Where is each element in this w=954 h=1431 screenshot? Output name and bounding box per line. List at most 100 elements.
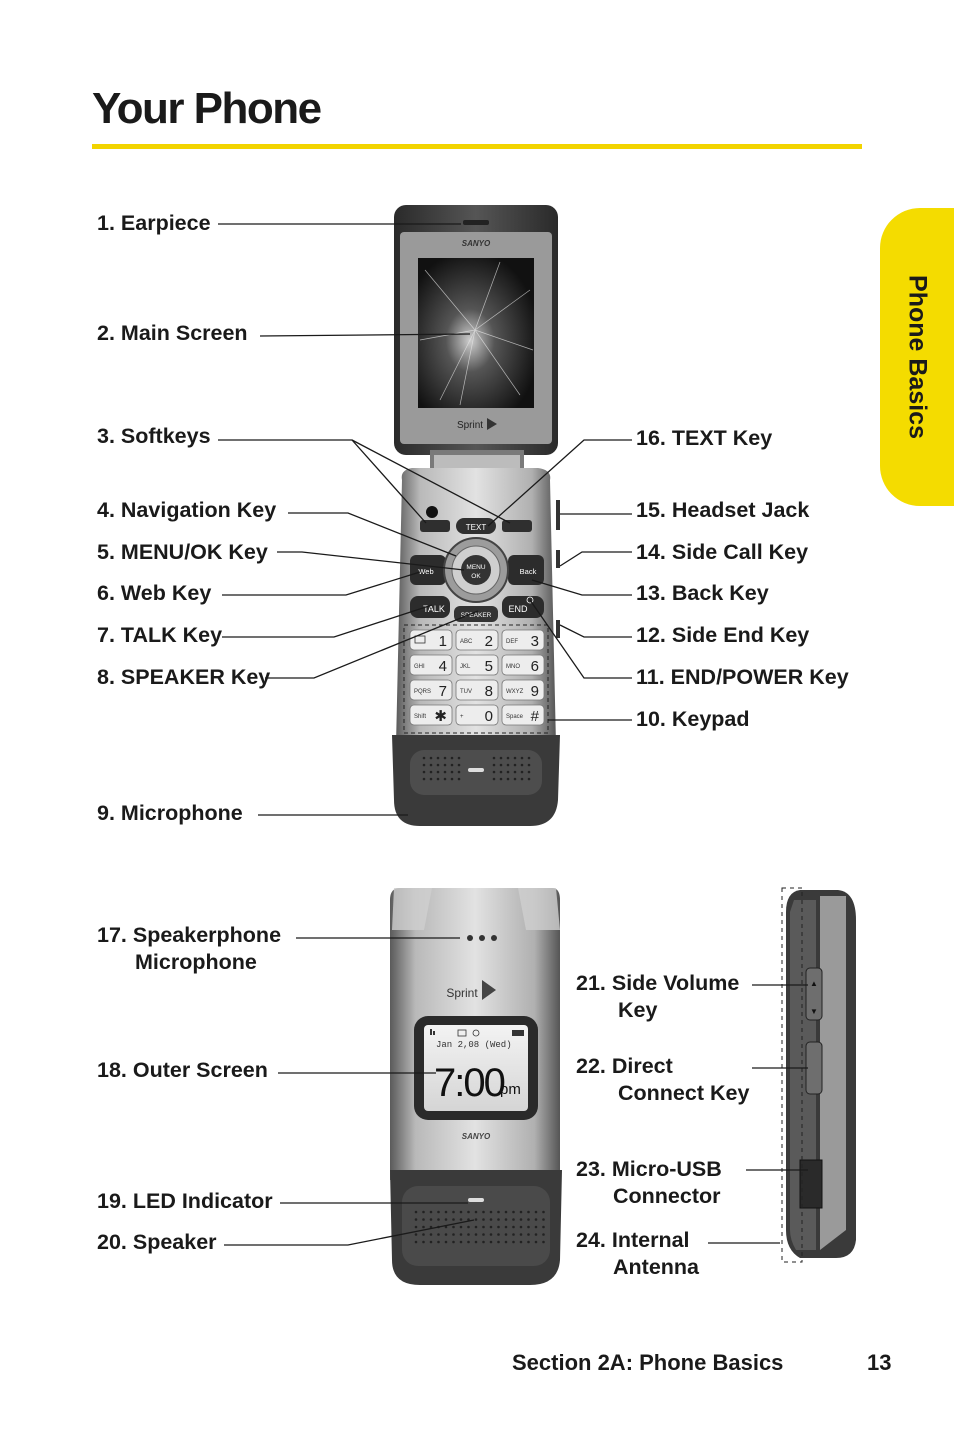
grille-hole [492, 756, 496, 760]
callout-speaker: 20. Speaker [97, 1230, 217, 1254]
grille-hole [452, 1210, 455, 1214]
grille-hole [474, 1240, 478, 1244]
grille-hole [534, 1240, 538, 1244]
callout-back-key: 13. Back Key [636, 581, 769, 605]
volume-down-icon: ▼ [810, 1007, 818, 1016]
grille-hole [489, 1233, 493, 1236]
grille-hole [429, 1240, 433, 1244]
grille-hole [504, 1240, 508, 1244]
callout-line-2: Connect Key [618, 1081, 750, 1105]
internal-antenna-outline [781, 887, 803, 1263]
keypad-key [455, 704, 499, 726]
grille-hole [467, 1233, 470, 1236]
speaker-key [454, 606, 498, 622]
grille-hole [499, 763, 503, 767]
callout-line-1: 21. Side Volume [576, 971, 740, 995]
grille-hole [474, 1218, 478, 1221]
page-title: Your Phone [92, 84, 322, 133]
grille-hole [504, 1233, 508, 1236]
softkey-left [420, 520, 450, 532]
grille-hole [489, 1240, 493, 1244]
web-key-label: Web [418, 567, 433, 576]
grille-hole [450, 756, 454, 760]
grille-hole [429, 763, 433, 767]
headset-jack [556, 500, 560, 530]
footer-page-number: 13 [867, 1350, 892, 1375]
keypad-key-letters: Shift [414, 714, 426, 720]
keypad-key-digit: ✱ [434, 708, 447, 725]
grille-hole [422, 777, 426, 781]
keypad-key [501, 654, 545, 676]
text-key-label: TEXT [466, 523, 487, 532]
talk-key-label: TALK [423, 604, 445, 614]
back-key [508, 555, 544, 585]
grille-hole [422, 1233, 425, 1236]
grille-hole [422, 770, 426, 774]
grille-hole [414, 1210, 418, 1214]
callout-line-1: 24. Internal [576, 1228, 690, 1252]
keypad-key-letters: DEF [506, 639, 518, 645]
flip-brand-logo: SANYO [462, 239, 491, 248]
grille-hole [414, 1218, 418, 1221]
grille-hole [452, 1233, 455, 1236]
section-side-tab: Phone Basics [880, 208, 954, 506]
grille-hole [499, 777, 503, 781]
grille-hole [443, 777, 447, 781]
keypad-key-digit: 7 [439, 683, 447, 700]
led-dot [426, 506, 438, 518]
callout-speaker-key: 8. SPEAKER Key [97, 665, 271, 689]
main-screen [418, 258, 534, 408]
grille-hole [482, 1210, 485, 1214]
grille-hole [512, 1225, 515, 1229]
grille-hole [519, 1225, 523, 1229]
grille-hole [513, 777, 517, 781]
envelope-icon [414, 635, 426, 644]
keypad-key [455, 629, 499, 651]
grille-hole [512, 1233, 515, 1236]
grille-hole [429, 1225, 433, 1229]
keypad-key-letters: JKL [460, 664, 471, 670]
sprint-swoosh-icon [487, 418, 497, 430]
grille-hole [499, 756, 503, 760]
keypad-key-letters: Space [506, 714, 524, 720]
leader-lines-closed [224, 937, 475, 1246]
callout-line-1: 22. Direct [576, 1054, 673, 1078]
grille-hole [527, 756, 531, 760]
grille-hole [452, 1240, 455, 1244]
callout-line-2: Antenna [613, 1255, 699, 1279]
volume-up-icon: ▲ [810, 979, 818, 988]
keypad-key-digit: 8 [485, 683, 493, 700]
grille-hole [422, 1210, 425, 1214]
side-end-key [556, 620, 560, 638]
earpiece-slot [463, 220, 489, 225]
grille-hole [520, 763, 524, 767]
grille-hole [504, 1218, 508, 1221]
grille-hole [467, 1218, 470, 1221]
back-key-label: Back [520, 567, 537, 576]
grille-hole [467, 1225, 470, 1229]
grille-hole [437, 1240, 440, 1244]
callout-line-2: Key [618, 998, 658, 1022]
flip-carrier-logo: Sprint [457, 420, 483, 431]
grille-hole [474, 1210, 478, 1214]
grille-hole [512, 1218, 515, 1221]
callout-end-power-key: 11. END/POWER Key [636, 665, 849, 689]
grille-hole [499, 770, 503, 774]
grille-hole [436, 777, 440, 781]
grille-hole [467, 1210, 470, 1214]
web-key [410, 555, 446, 585]
grille-hole [534, 1210, 538, 1214]
leader-lines-side [708, 984, 808, 1244]
callout-line-2: Connector [613, 1184, 721, 1208]
callout-navigation-key: 4. Navigation Key [97, 498, 277, 522]
grille-hole [542, 1218, 545, 1221]
keypad-key [409, 679, 453, 701]
grille-hole [422, 1218, 425, 1221]
outer-screen-time: 7:00 [434, 1061, 505, 1105]
text-key [456, 518, 496, 534]
grille-hole [457, 756, 461, 760]
keypad-key-letters: ABC [460, 639, 473, 645]
keypad-key [501, 629, 545, 651]
grille-hole [504, 1225, 508, 1229]
keypad-key-letters: GHI [414, 664, 425, 670]
